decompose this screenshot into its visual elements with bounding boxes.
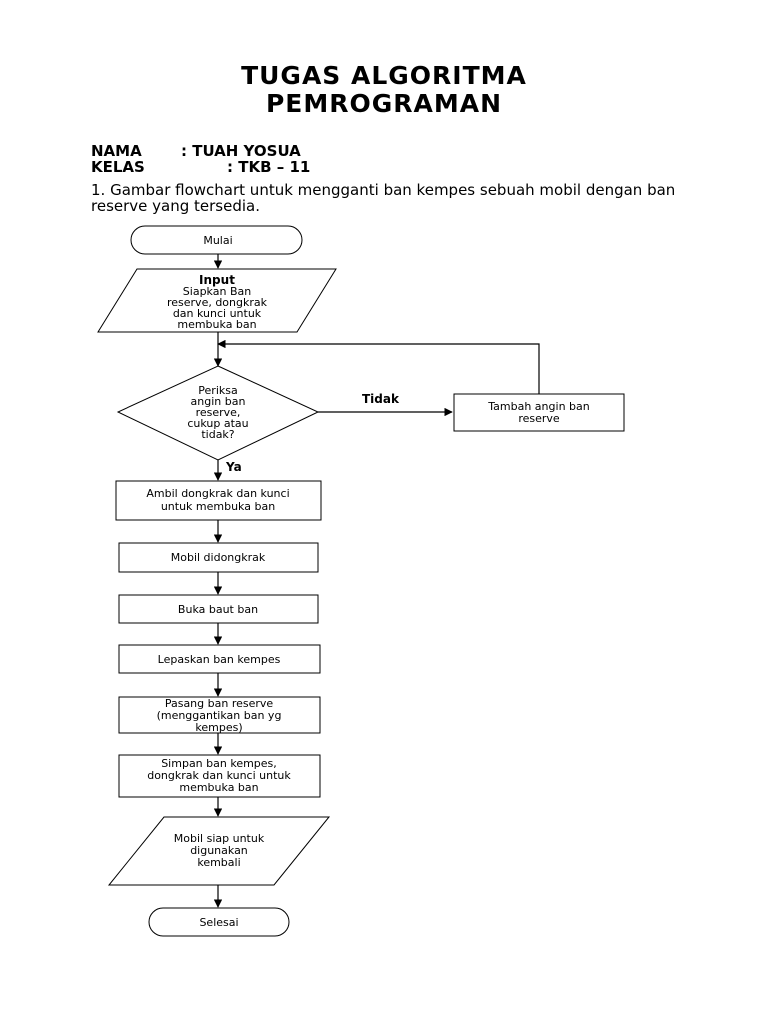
input-line-3: dan kunci untuk [173,307,262,320]
input-parallelogram: Input Siapkan Ban reserve, dongkrak dan … [97,268,337,333]
kelas-label: KELAS [91,158,145,176]
decision-line-5: tidak? [201,428,234,441]
nama-value: : TUAH YOSUA [181,142,301,160]
decision-line-4: cukup atau [187,417,248,430]
flow-connectors [213,254,540,908]
title-line-1: TUGAS ALGORITMA [241,61,527,90]
end-label: Selesai [199,916,238,929]
step6-line-2: dongkrak dan kunci untuk [147,769,291,782]
input-title: Input [199,273,235,287]
process-step-4: Lepaskan ban kempes [118,644,321,674]
output-line-2: digunakan [190,844,248,857]
output-line-3: kembali [197,856,240,869]
no-label: Tidak [362,392,400,406]
question-text: 1. Gambar flowchart untuk mengganti ban … [91,181,676,215]
process-step-6: Simpan ban kempes, dongkrak dan kunci un… [118,754,321,798]
step6-line-1: Simpan ban kempes, [161,757,277,770]
input-line-2: reserve, dongkrak [167,296,268,309]
step6-line-3: membuka ban [179,781,258,794]
yes-label: Ya [225,460,242,474]
page-title: TUGAS ALGORITMA PEMROGRAMAN [0,62,768,118]
decision-diamond: Periksa angin ban reserve, cukup atau ti… [116,365,320,461]
decision-line-2: angin ban [191,395,246,408]
nama-label: NAMA [91,142,142,160]
step1-line-2: untuk membuka ban [161,500,275,513]
no-branch-process: Tambah angin ban reserve [453,393,625,432]
output-line-1: Mobil siap untuk [174,832,265,845]
no-branch-line-1: Tambah angin ban [487,400,589,413]
step1-line-1: Ambil dongkrak dan kunci [146,487,289,500]
input-line-1: Siapkan Ban [183,285,251,298]
process-step-5: Pasang ban reserve (menggantikan ban yg … [118,696,321,734]
kelas-value: : TKB – 11 [227,158,311,176]
no-branch-line-2: reserve [518,412,560,425]
process-step-1: Ambil dongkrak dan kunci untuk membuka b… [115,480,322,521]
step5-line-1: Pasang ban reserve [165,697,274,710]
decision-line-3: reserve, [196,406,241,419]
step5-line-2: (menggantikan ban yg [157,709,282,722]
start-terminator: Mulai [130,225,303,255]
step4-label: Lepaskan ban kempes [158,653,281,666]
start-label: Mulai [203,234,232,247]
decision-line-1: Periksa [198,384,237,397]
step3-label: Buka baut ban [178,603,258,616]
arrow-loop-back [217,339,540,394]
step5-line-3: kempes) [195,721,242,734]
end-terminator: Selesai [148,907,290,937]
input-line-4: membuka ban [177,318,256,331]
process-step-3: Buka baut ban [118,594,319,624]
process-step-2: Mobil didongkrak [118,542,319,573]
output-parallelogram: Mobil siap untuk digunakan kembali [107,816,331,886]
title-line-2: PEMROGRAMAN [265,89,503,118]
step2-label: Mobil didongkrak [171,551,266,564]
